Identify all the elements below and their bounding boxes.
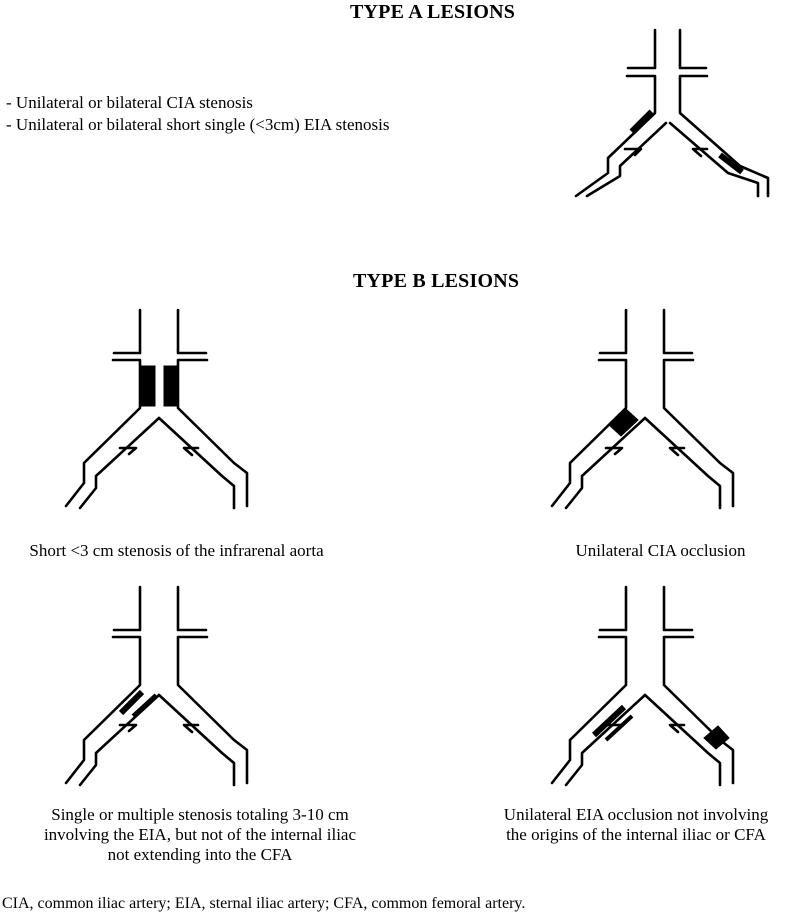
caption-eia-occlusion: Unilateral EIA occlusion not involving t… bbox=[476, 805, 796, 845]
caption-line: the origins of the internal iliac or CFA bbox=[506, 825, 766, 844]
aortoiliac-outline bbox=[64, 585, 249, 787]
caption-line: involving the EIA, but not of the intern… bbox=[43, 825, 357, 844]
aortoiliac-outline bbox=[550, 585, 735, 787]
caption-line: not extending into the CFA bbox=[107, 845, 293, 864]
caption-aorta-stenosis: Short <3 cm stenosis of the infrarenal a… bbox=[29, 541, 324, 560]
lesion-left-eia-stenosis bbox=[604, 714, 634, 742]
caption-line: Unilateral EIA occlusion not involving bbox=[503, 805, 769, 824]
lesion-left-eia-stenosis bbox=[131, 693, 158, 718]
aorta-stenosis-diagram bbox=[64, 308, 249, 510]
caption-cia-occlusion: Unilateral CIA occlusion bbox=[575, 541, 746, 560]
aortoiliac-outline bbox=[574, 28, 770, 198]
aortoiliac-outline bbox=[550, 308, 735, 510]
lesion-left-cia-occlusion bbox=[608, 408, 639, 437]
abbreviations-footnote: CIA, common iliac artery; EIA, sternal i… bbox=[2, 895, 526, 912]
lesion-aorta-left-wall bbox=[140, 365, 156, 407]
lesion-right-eia-stenosis bbox=[718, 152, 744, 175]
type-a-criterion: - Unilateral or bilateral short single (… bbox=[6, 115, 390, 134]
type-a-artery-diagram bbox=[574, 28, 770, 198]
eia-occlusion-diagram bbox=[550, 585, 735, 787]
aortoiliac-outline bbox=[64, 308, 249, 510]
lesion-left-cia-stenosis bbox=[118, 689, 145, 716]
type-a-criterion: - Unilateral or bilateral CIA stenosis bbox=[6, 93, 253, 112]
type-b-heading: TYPE B LESIONS bbox=[353, 270, 520, 292]
cia-occlusion-diagram bbox=[550, 308, 735, 510]
caption-line: Single or multiple stenosis totaling 3-1… bbox=[51, 805, 349, 824]
lesion-right-eia-occlusion bbox=[703, 725, 730, 750]
multiple-stenosis-diagram bbox=[64, 585, 249, 787]
caption-multiple-stenosis: Single or multiple stenosis totaling 3-1… bbox=[0, 805, 400, 865]
type-a-heading: TYPE A LESIONS bbox=[350, 1, 516, 23]
lesion-left-iliac-stenosis bbox=[591, 704, 627, 738]
lesion-aorta-right-wall bbox=[163, 365, 178, 407]
type-a-criteria-list: - Unilateral or bilateral CIA stenosis -… bbox=[6, 92, 390, 136]
lesion-left-cia-stenosis bbox=[629, 109, 655, 135]
